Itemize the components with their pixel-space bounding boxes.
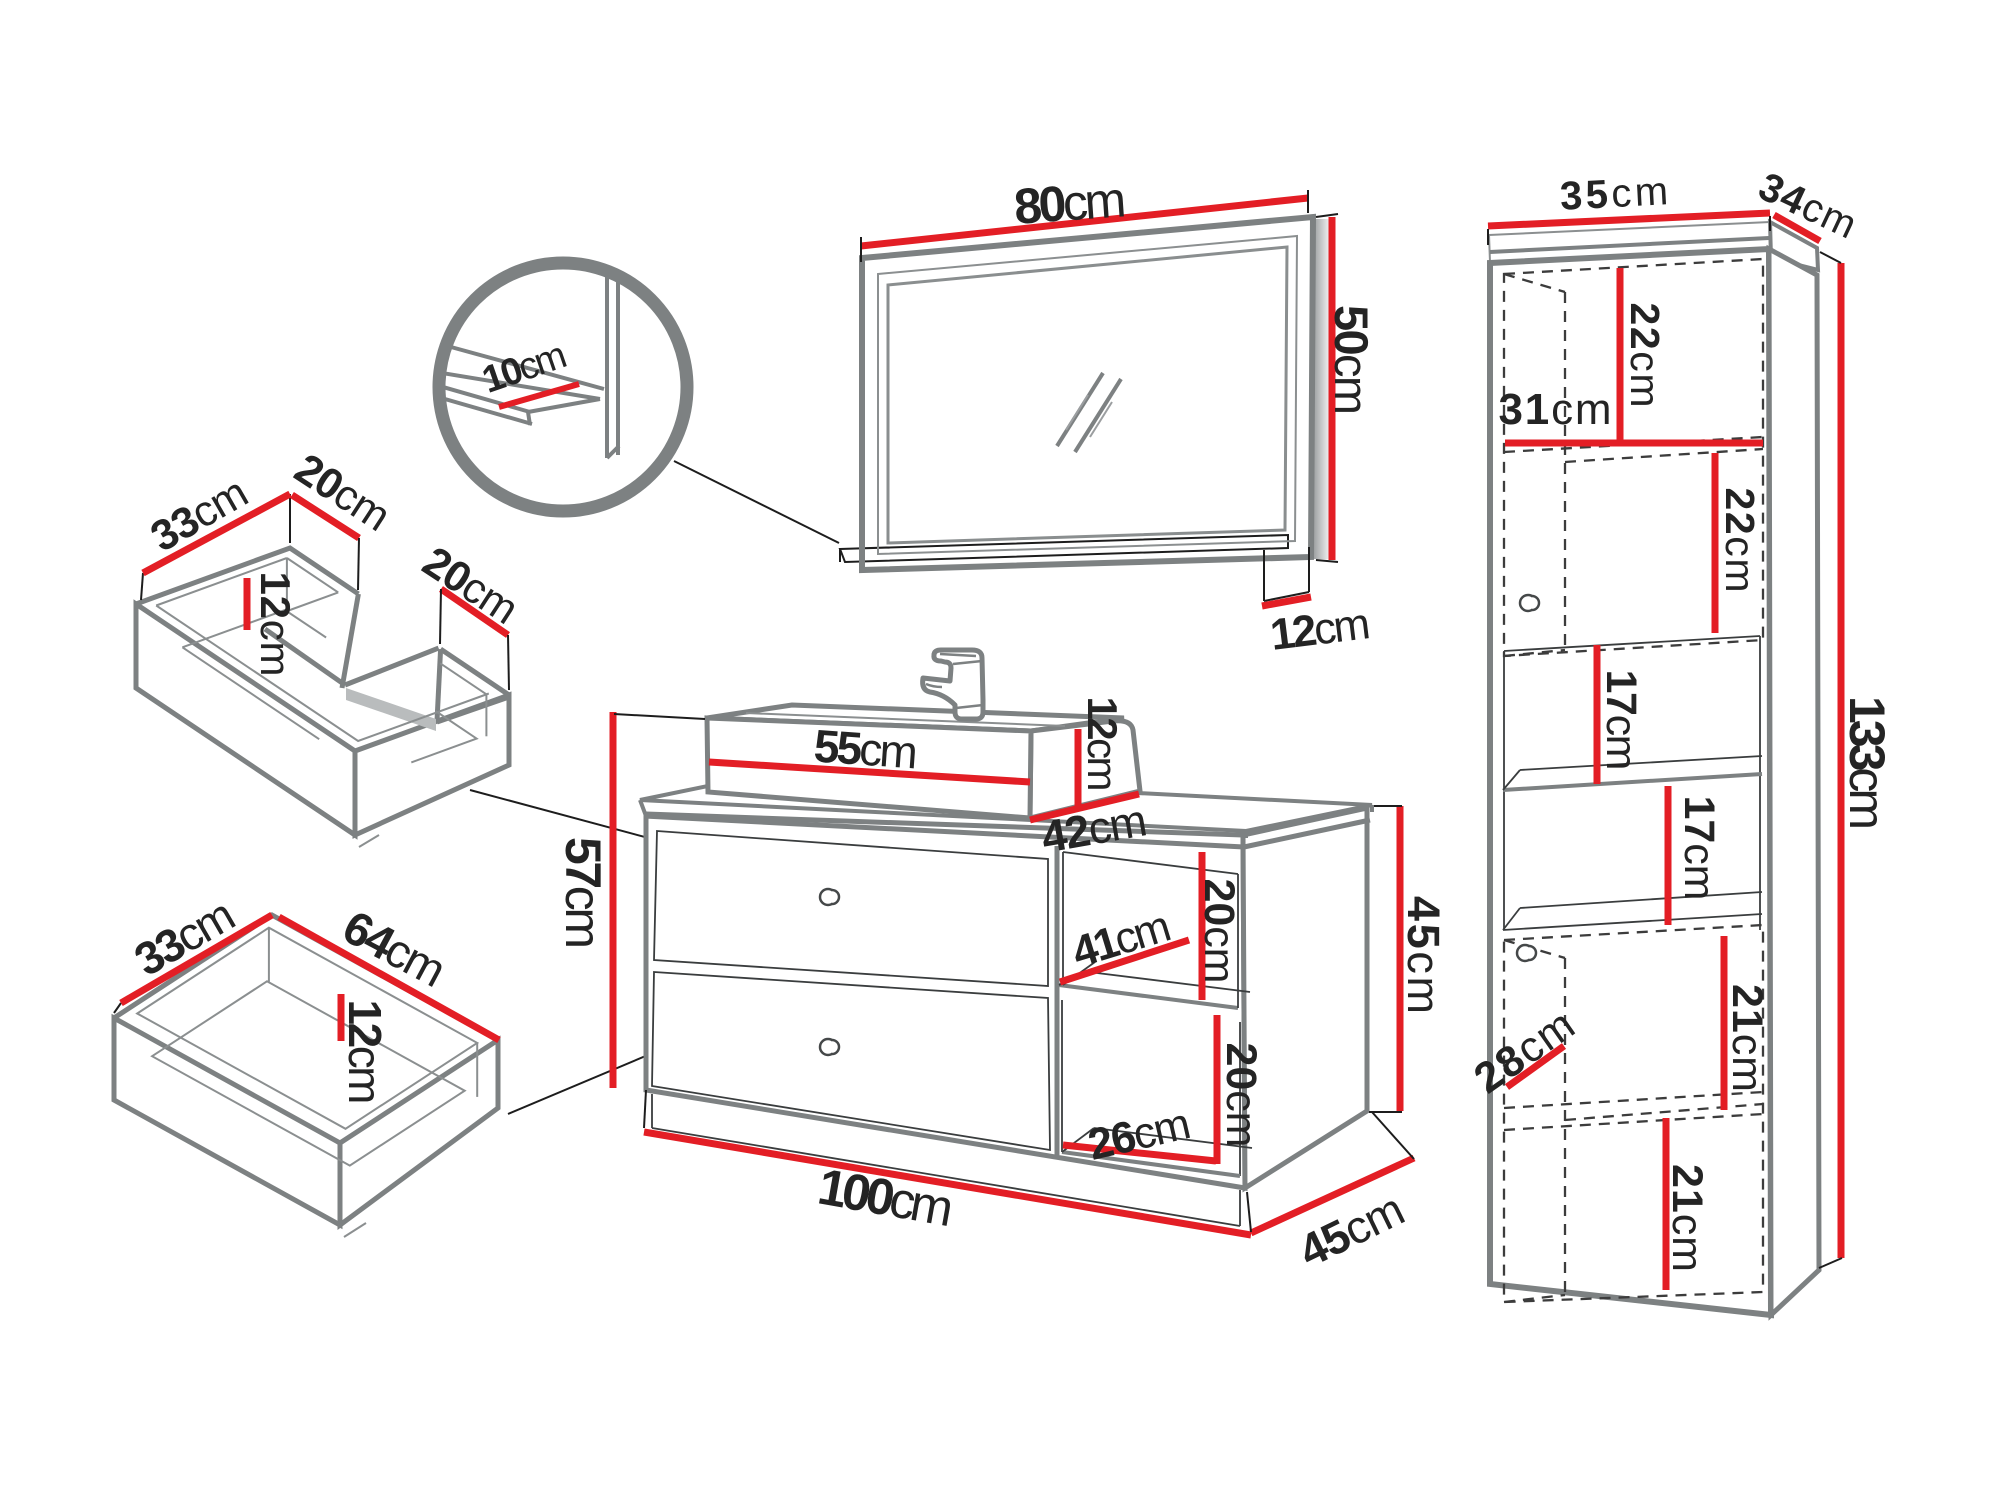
svg-text:35cm: 35cm	[1559, 169, 1669, 219]
svg-text:45cm: 45cm	[1398, 896, 1449, 1014]
svg-text:12cm: 12cm	[1268, 599, 1373, 660]
svg-text:12cm: 12cm	[252, 572, 299, 677]
svg-text:31cm: 31cm	[1499, 385, 1612, 434]
svg-text:80cm: 80cm	[1012, 171, 1128, 235]
svg-text:21cm: 21cm	[1663, 1164, 1711, 1272]
svg-text:17cm: 17cm	[1675, 796, 1723, 901]
svg-text:20cm: 20cm	[1195, 879, 1243, 984]
svg-text:17cm: 17cm	[1597, 670, 1645, 771]
svg-text:100cm: 100cm	[814, 1158, 958, 1238]
svg-text:12cm: 12cm	[1079, 697, 1126, 792]
svg-text:57cm: 57cm	[555, 837, 611, 949]
svg-text:22cm: 22cm	[1622, 303, 1668, 408]
svg-text:133cm: 133cm	[1839, 696, 1895, 830]
svg-text:55cm: 55cm	[812, 719, 919, 778]
svg-text:20cm: 20cm	[1217, 1043, 1265, 1148]
svg-text:50cm: 50cm	[1325, 305, 1378, 415]
svg-text:26cm: 26cm	[1084, 1099, 1195, 1170]
svg-text:42cm: 42cm	[1037, 794, 1150, 863]
svg-text:21cm: 21cm	[1723, 984, 1771, 1092]
svg-text:22cm: 22cm	[1717, 488, 1763, 593]
svg-text:12cm: 12cm	[339, 1000, 391, 1105]
